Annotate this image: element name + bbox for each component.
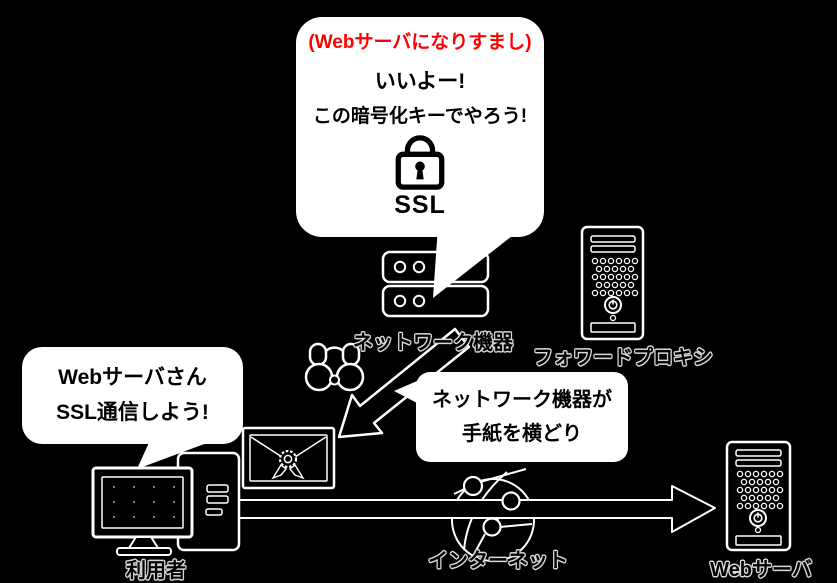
impersonation-caption: (Webサーバになりすまし) (308, 32, 532, 53)
sealed-letter-icon (241, 426, 336, 490)
desktop-pc-icon (91, 451, 241, 556)
label-forward-proxy: フォワードプロキシ (533, 347, 713, 369)
user-request-line: SSL通信しよう! (56, 401, 209, 424)
binoculars-icon (304, 342, 365, 392)
web-server-vents (736, 470, 784, 510)
intercept-note-box: ネットワーク機器が 手紙を横どり (416, 372, 628, 462)
ssl-label: SSL (394, 191, 446, 219)
impersonation-line: この暗号化キーでやろう! (312, 106, 528, 127)
screen-dots (112, 485, 176, 519)
label-web-server: Webサーバ (710, 559, 812, 581)
down-left-arrow-icon (337, 327, 471, 439)
label-user: 利用者 (126, 560, 186, 582)
intercept-note-line: ネットワーク機器が (432, 388, 612, 411)
proxy-vents (591, 257, 639, 297)
right-arrow-icon (231, 485, 716, 533)
intercept-note-tail (394, 381, 417, 403)
server-tower-icon-web (725, 440, 792, 552)
speech-bubble-user-request: Webサーバさん SSL通信しよう! (22, 347, 243, 444)
speech-bubble-impersonation: (Webサーバになりすまし) いいよー! この暗号化キーでやろう! SSL (296, 17, 544, 237)
power-button-icon (604, 296, 622, 314)
globe-nodes (462, 475, 521, 537)
user-request-line: Webサーバさん (58, 366, 207, 389)
intercept-note-line: 手紙を横どり (462, 422, 582, 445)
ssl-padlock-icon (395, 135, 445, 190)
server-tower-icon-proxy (580, 225, 645, 341)
label-internet: インターネット (428, 550, 568, 572)
label-network-device: ネットワーク機器 (353, 332, 513, 354)
power-button-icon (749, 509, 767, 527)
impersonation-line: いいよー! (374, 70, 466, 93)
